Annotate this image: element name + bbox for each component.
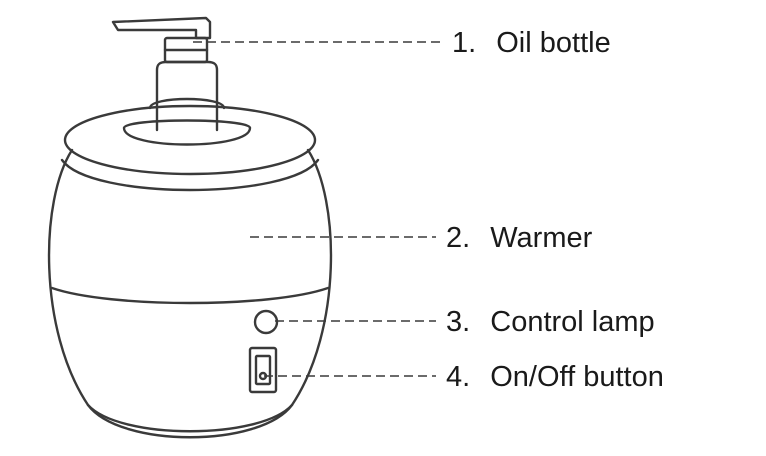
callout-number: 1. bbox=[452, 27, 476, 59]
oil-bottle-shoulder bbox=[148, 97, 226, 110]
callout-label: On/Off button bbox=[490, 361, 664, 393]
callout-number: 3. bbox=[446, 306, 470, 338]
on-off-switch-rocker bbox=[254, 354, 272, 386]
warmer-body-outline bbox=[47, 148, 333, 433]
callout-label: Control lamp bbox=[490, 306, 654, 338]
leader-lines bbox=[193, 41, 440, 377]
warmer-base-curve bbox=[86, 403, 294, 439]
callout-number: 4. bbox=[446, 361, 470, 393]
callout-number: 2. bbox=[446, 222, 470, 254]
callout-labels: 1. Oil bottle 2. Warmer 3. Control lamp … bbox=[446, 27, 664, 393]
control-lamp-icon bbox=[253, 309, 279, 335]
callout-label: Warmer bbox=[490, 222, 592, 254]
callout-label: Oil bottle bbox=[496, 27, 610, 59]
warmer-opening bbox=[122, 119, 252, 146]
on-off-switch-frame bbox=[248, 346, 278, 394]
warmer-collar-lower-edge bbox=[60, 158, 320, 192]
callout-oil-bottle: 1. Oil bottle bbox=[452, 27, 611, 59]
callout-control-lamp: 3. Control lamp bbox=[446, 306, 655, 338]
callout-warmer: 2. Warmer bbox=[446, 222, 593, 254]
oil-warmer-device-illustration bbox=[47, 16, 333, 439]
callout-on-off-button: 4. On/Off button bbox=[446, 361, 664, 393]
warmer-band-line bbox=[50, 286, 330, 305]
warmer-top-rim bbox=[63, 104, 317, 176]
pump-nozzle bbox=[111, 16, 212, 40]
